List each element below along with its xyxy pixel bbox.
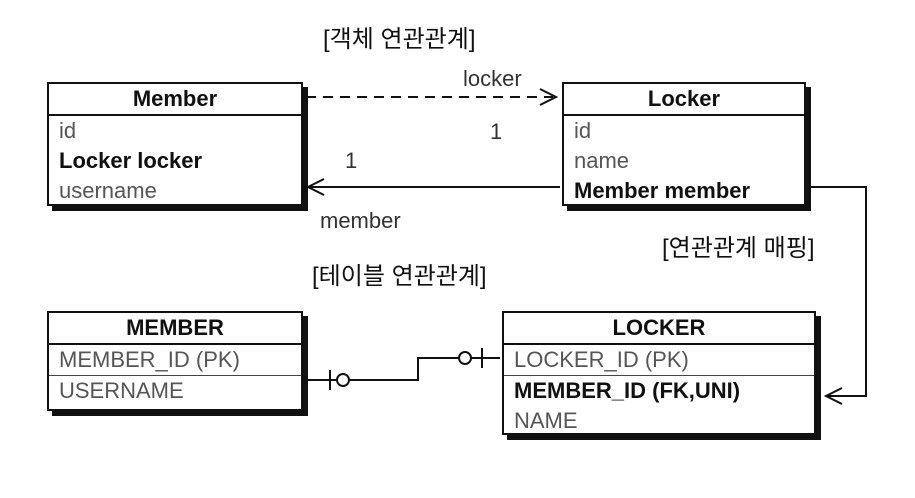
locker-table-name: LOCKER	[504, 313, 814, 345]
locker-table-fk: MEMBER_ID (FK,UNI)	[514, 378, 741, 403]
locker-class-box: Locker id name Member member	[562, 82, 806, 206]
member-field-username: username	[59, 178, 157, 203]
mapping-arrow	[810, 186, 867, 405]
member-field-locker: Locker locker	[59, 148, 203, 173]
locker-table-box: LOCKER LOCKER_ID (PK) MEMBER_ID (FK,UNI)…	[502, 311, 816, 435]
member-table-username: USERNAME	[59, 378, 184, 403]
member-class-box: Member id Locker locker username	[47, 82, 303, 206]
member-to-locker-arrow	[306, 88, 559, 106]
member-table-box: MEMBER MEMBER_ID (PK) USERNAME	[47, 311, 303, 411]
locker-class-name: Locker	[564, 84, 804, 116]
mapping-label: [연관관계 매핑]	[662, 235, 815, 262]
locker-table-name-col: NAME	[514, 408, 578, 433]
locker-field-name: name	[574, 148, 630, 173]
locker-table-pk: LOCKER_ID (PK)	[504, 345, 814, 376]
member-class-name: Member	[49, 84, 301, 116]
member-multiplicity: 1	[345, 148, 358, 173]
locker-field-id: id	[574, 118, 592, 143]
object-association-title: [객체 연관관계]	[323, 26, 476, 53]
table-relationship-line	[306, 348, 500, 390]
member-table-pk: MEMBER_ID (PK)	[49, 345, 301, 376]
member-reference-label: member	[320, 208, 401, 233]
member-field-id: id	[59, 118, 77, 143]
table-association-title: [테이블 연관관계]	[312, 263, 487, 290]
member-table-name: MEMBER	[49, 313, 301, 345]
locker-reference-label: locker	[463, 66, 522, 91]
locker-to-member-arrow	[305, 178, 560, 196]
locker-multiplicity: 1	[490, 119, 503, 144]
locker-field-member: Member member	[574, 178, 751, 203]
